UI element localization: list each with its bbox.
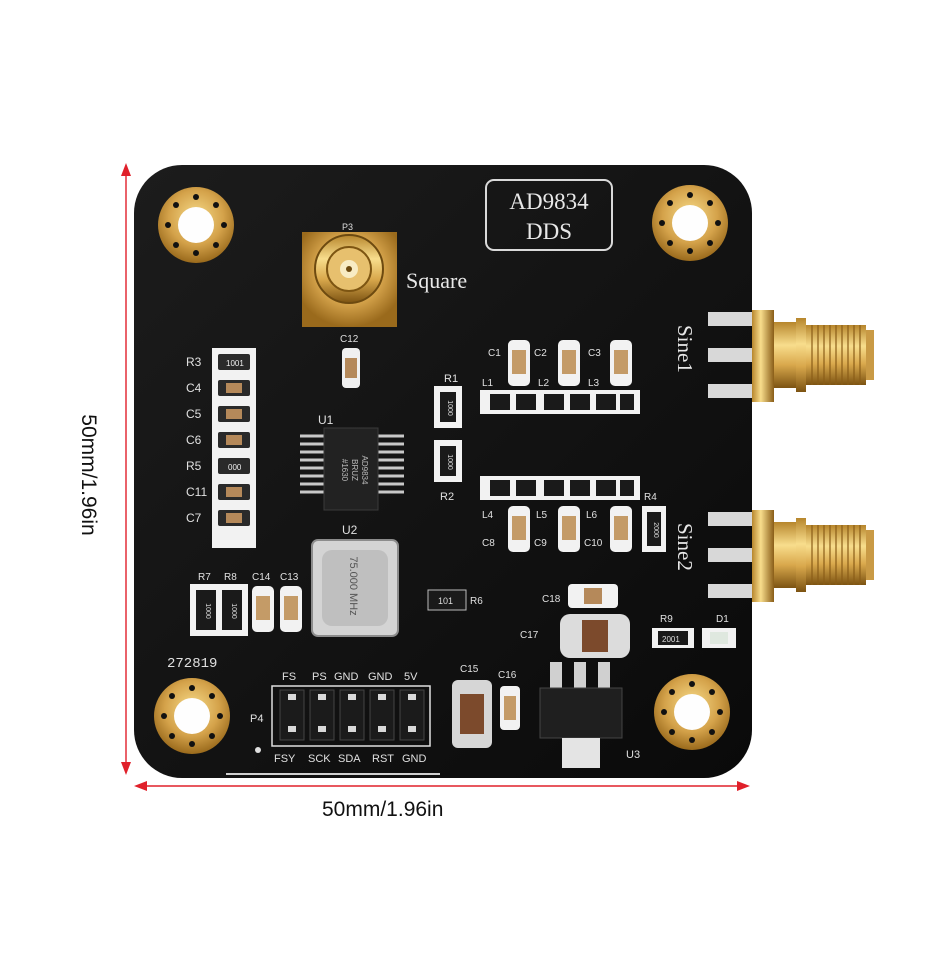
r1-label: R1: [444, 373, 458, 385]
upper-filter-capacitors: [508, 340, 632, 386]
l1-label: L1: [482, 378, 494, 389]
r8-label: R8: [224, 572, 237, 583]
chip-line-1: AD9834: [360, 456, 369, 485]
r6-label: R6: [470, 596, 483, 607]
p4-header-pins: [279, 689, 425, 741]
r1-code: 1000: [446, 400, 453, 416]
chip-line-2: BRUZ: [350, 459, 359, 481]
u3-label: U3: [626, 749, 640, 761]
u1-chip-marking: AD9834 BRUZ #1630: [340, 456, 369, 485]
crystal-marking: 75.000 MHz: [347, 556, 359, 615]
c13-label: C13: [280, 572, 299, 583]
p4-header-outline: [271, 685, 431, 747]
c16-label: C16: [498, 670, 517, 681]
r5-label: R5: [186, 459, 202, 473]
c6-label: C6: [186, 433, 202, 447]
square-sma-connector: [302, 232, 397, 327]
l6-label: L6: [586, 510, 598, 521]
sine2-label: Sine2: [673, 523, 697, 571]
header-top-labels: FS PS GND GND 5V: [282, 671, 418, 683]
r4-label: R4: [644, 492, 657, 503]
l4-label: L4: [482, 510, 494, 521]
c10-label: C10: [584, 538, 603, 549]
r4-code: 2000: [652, 522, 659, 538]
resistor-array-r6: [427, 589, 467, 611]
pin-fs-label: FS: [282, 671, 296, 683]
voltage-regulator-u3: [539, 662, 623, 768]
r9-label: R9: [660, 614, 673, 625]
pin-sck-label: SCK: [308, 753, 331, 765]
left-column-labels: R3 C4 C5 C6 R5 C11 C7: [186, 355, 207, 525]
p3-label: P3: [342, 222, 353, 232]
lower-left-labels: R7 R8 C14 C13: [198, 572, 299, 583]
r7-label: R7: [198, 572, 211, 583]
lower-filter-capacitors: [508, 506, 632, 552]
header-bottom-labels: FSY SCK SDA RST GND: [274, 753, 427, 765]
board-logo-line1: AD9834: [509, 189, 589, 214]
c17-label: C17: [520, 630, 539, 641]
mounting-hole-bottom-right: [654, 674, 730, 750]
r2-label: R2: [440, 491, 454, 503]
sine1-label: Sine1: [673, 325, 697, 373]
c7-label: C7: [186, 511, 202, 525]
lower-filter-labels: L4 L5 L6 C8 C9 C10 R4: [482, 492, 657, 549]
c1-label: C1: [488, 348, 501, 359]
chip-line-3: #1630: [340, 459, 349, 482]
u1-label: U1: [318, 413, 334, 427]
c9-label: C9: [534, 538, 547, 549]
mounting-hole-bottom-left: [154, 678, 230, 754]
pin-ps-label: PS: [312, 671, 327, 683]
pin-gnd1-label: GND: [334, 671, 359, 683]
r3-code: 1001: [226, 359, 244, 368]
r2-code: 1000: [446, 454, 453, 470]
l3-label: L3: [588, 378, 600, 389]
pin-sda-label: SDA: [338, 753, 361, 765]
serial-number: 272819: [167, 656, 217, 672]
board-logo-line2: DDS: [526, 219, 572, 244]
u2-label: U2: [342, 523, 358, 537]
r7-code: 1000: [204, 603, 211, 619]
board-logo-box: [485, 179, 613, 251]
height-dimension-label: 50mm/1.96in: [77, 414, 100, 536]
c12-label: C12: [340, 334, 359, 345]
c5-label: C5: [186, 407, 202, 421]
square-label: Square: [406, 268, 467, 293]
r8-code: 1000: [230, 603, 237, 619]
r3-label: R3: [186, 355, 202, 369]
c11-label: C11: [186, 485, 207, 499]
pin-fsy-label: FSY: [274, 753, 296, 765]
c18-label: C18: [542, 594, 561, 605]
pin-gnd3-label: GND: [402, 753, 427, 765]
pin-gnd2-label: GND: [368, 671, 393, 683]
pin-rst-label: RST: [372, 753, 394, 765]
c2-label: C2: [534, 348, 547, 359]
height-dimension-arrow: [121, 163, 131, 775]
c4-label: C4: [186, 381, 202, 395]
sine1-sma-connector: [708, 310, 874, 402]
width-dimension-label: 50mm/1.96in: [322, 798, 444, 821]
sine2-sma-connector: [708, 510, 874, 602]
upper-filter-labels: C1 C2 C3 L1 L2 L3: [482, 348, 601, 389]
p4-label: P4: [250, 713, 263, 725]
l2-label: L2: [538, 378, 550, 389]
mounting-hole-top-right: [652, 185, 728, 261]
l5-label: L5: [536, 510, 548, 521]
d1-label: D1: [716, 614, 729, 625]
mounting-hole-top-left: [158, 187, 234, 263]
r6-code: 101: [438, 596, 453, 606]
width-dimension-arrow: [134, 781, 750, 791]
u1-chip: [323, 427, 379, 511]
c14-label: C14: [252, 572, 271, 583]
r5-code: 000: [228, 463, 242, 472]
c8-label: C8: [482, 538, 495, 549]
r9-code: 2001: [662, 635, 680, 644]
left-component-column: [212, 348, 256, 548]
pin-5v-label: 5V: [404, 671, 418, 683]
c3-label: C3: [588, 348, 601, 359]
c15-label: C15: [460, 664, 479, 675]
